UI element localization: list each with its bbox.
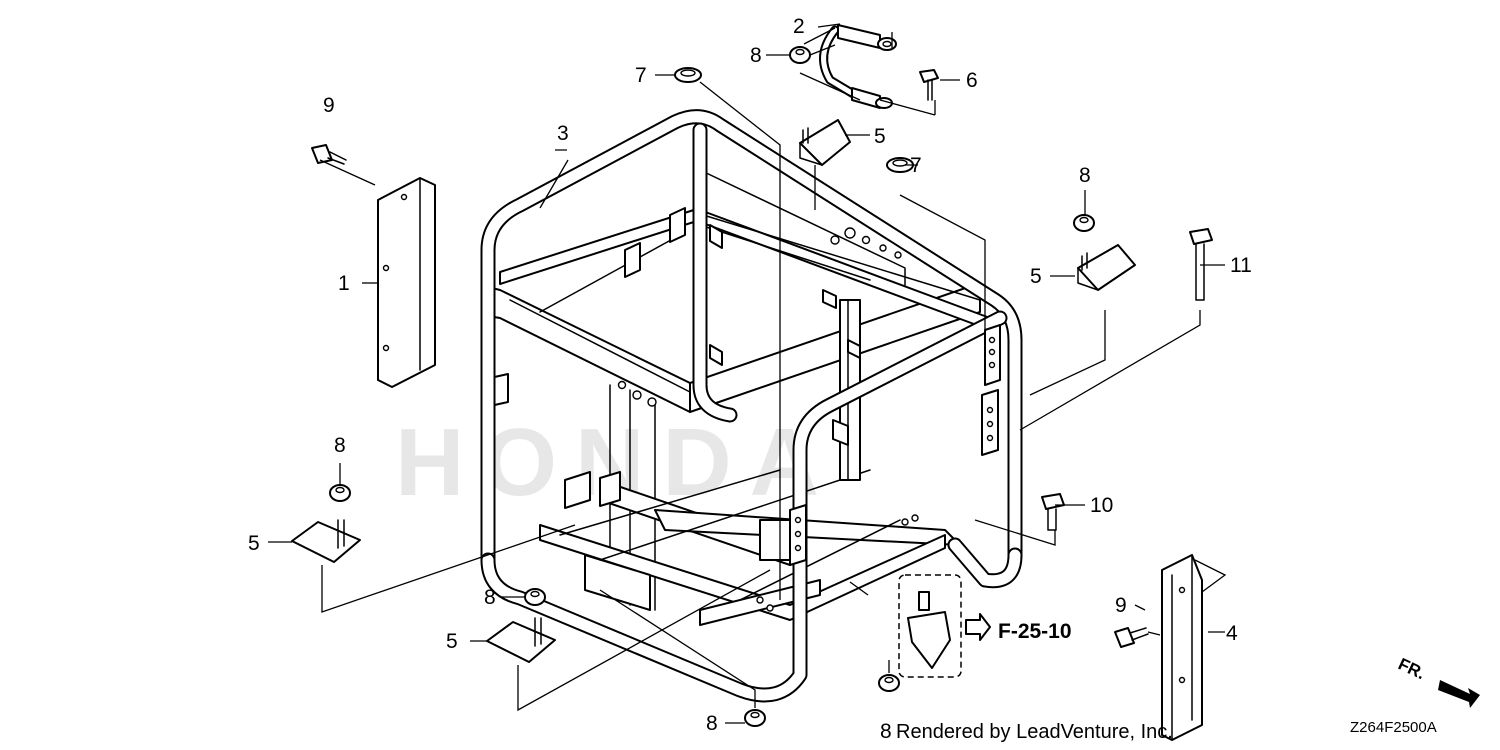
callout-5: 5 (1030, 265, 1042, 288)
credit-text: Rendered by LeadVenture, Inc. (896, 721, 1173, 743)
side-panel-part-4 (1161, 554, 1203, 741)
frame-part-3 (480, 109, 1023, 703)
bolt-part-10 (1041, 493, 1065, 531)
nut-part-8b (1073, 214, 1095, 232)
callout-9: 9 (1115, 594, 1127, 617)
bolt-part-9a (311, 144, 347, 165)
mount-part-5a (799, 119, 851, 166)
callout-7: 7 (910, 154, 922, 177)
bolt-part-6 (919, 69, 939, 101)
nut-part-8c (329, 484, 351, 502)
mount-part-5b (1077, 244, 1136, 291)
ground-cable-part-2 (819, 24, 897, 109)
side-panel-part-1 (377, 177, 436, 388)
callout-5: 5 (446, 630, 458, 653)
nut-part-8a (789, 46, 811, 64)
callout-7: 7 (635, 64, 647, 87)
callout-10: 10 (1090, 494, 1113, 517)
callout-8: 8 (334, 434, 346, 457)
nut-part-8d (524, 588, 546, 606)
callout-4: 4 (1226, 622, 1238, 645)
mount-part-5d (486, 617, 556, 663)
callout-1: 1 (338, 272, 350, 295)
reference-detail (898, 574, 991, 678)
grommet-part-7a (674, 67, 702, 83)
callout-5: 5 (248, 532, 260, 555)
bolt-part-11 (1189, 228, 1213, 301)
callout-11: 11 (1230, 254, 1252, 277)
front-label: FR. (1395, 654, 1428, 683)
leader-lines (268, 23, 1227, 724)
bolt-part-9b (1114, 627, 1149, 648)
callout-6: 6 (966, 69, 978, 92)
callout-8: 8 (706, 712, 718, 735)
callout-8: 8 (1079, 164, 1091, 187)
callout-numbers: 2 8 7 6 5 7 8 5 11 10 9 3 1 8 5 8 5 8 9 … (248, 15, 1252, 743)
reference-label: F-25-10 (998, 620, 1072, 643)
nut-part-8f (878, 674, 900, 692)
callout-5: 5 (874, 125, 886, 148)
nut-part-8e (744, 709, 766, 727)
callout-8: 8 (880, 720, 892, 743)
mount-part-5c (291, 519, 361, 563)
front-direction-arrow (1438, 680, 1480, 708)
callout-8: 8 (484, 586, 496, 609)
callout-9: 9 (323, 94, 335, 117)
diagram-code: Z264F2500A (1350, 719, 1437, 736)
callout-3: 3 (557, 122, 569, 145)
grommet-part-7b (886, 157, 914, 173)
callout-2: 2 (793, 15, 805, 38)
callout-8: 8 (750, 44, 762, 67)
